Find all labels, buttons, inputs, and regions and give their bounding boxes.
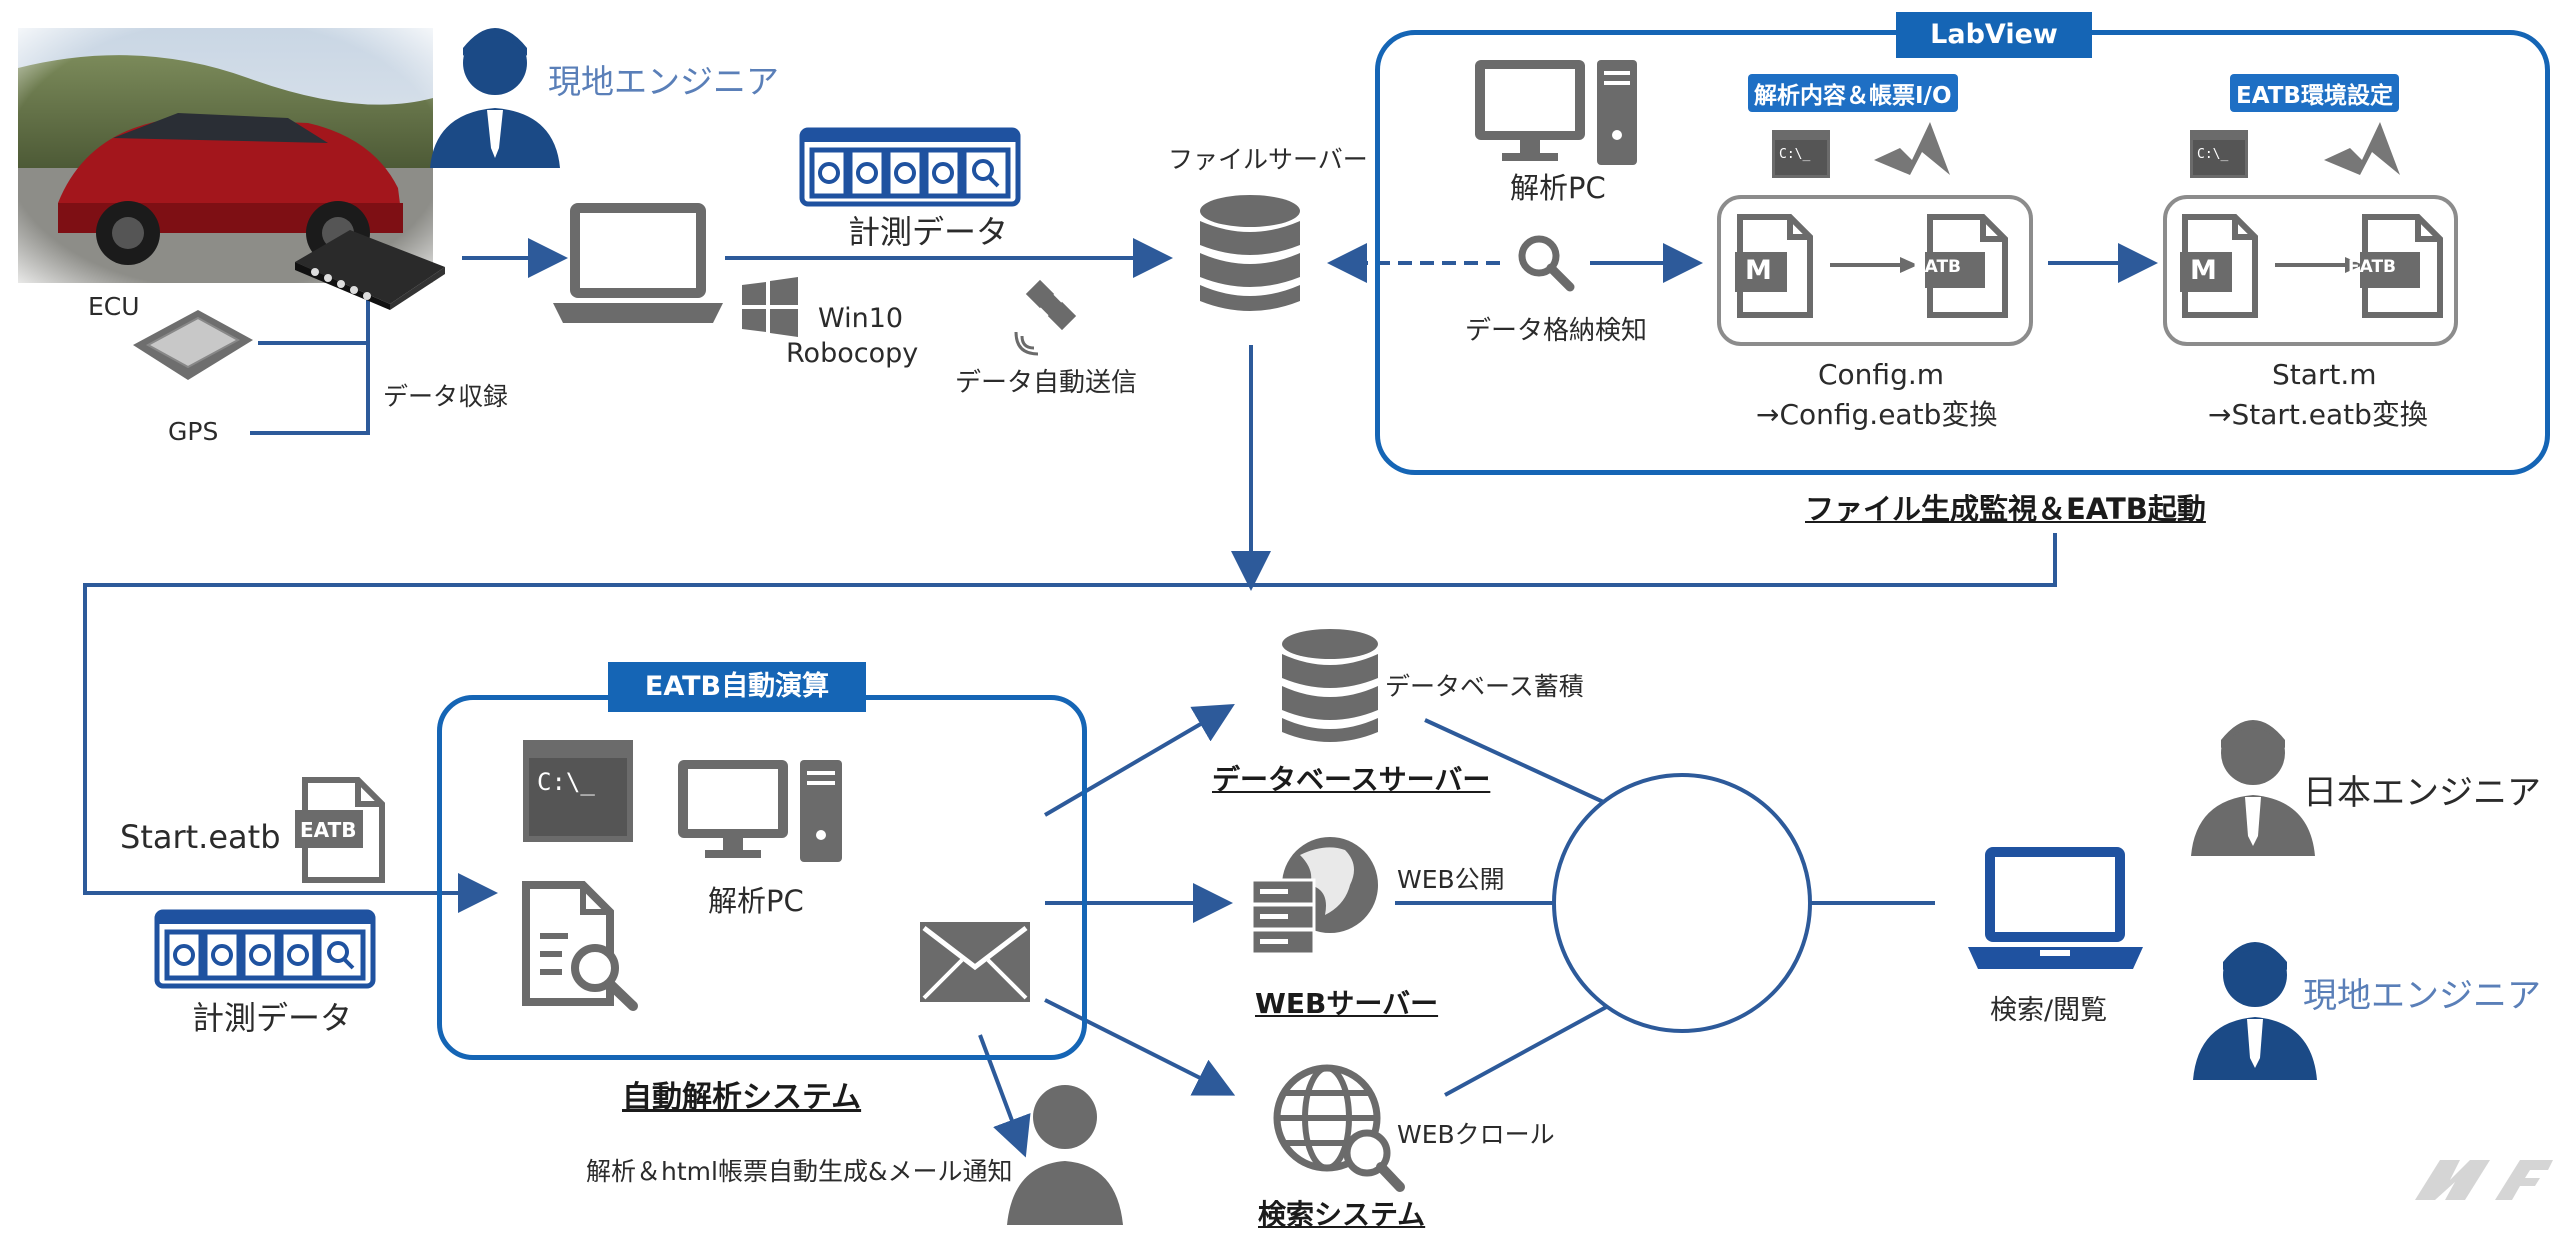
console-icon-3: C:\_	[523, 740, 633, 842]
eatb-file-icon-1	[1925, 214, 2008, 318]
svg-text:C:\_: C:\_	[1779, 147, 1810, 162]
web-server-label: WEBサーバー	[1255, 987, 1439, 1020]
windows-logo-icon	[742, 277, 798, 337]
start-eatb-label: Start.eatb	[120, 818, 281, 856]
m-file-icon-2	[2180, 214, 2258, 318]
local-engineer-bottom-icon	[2193, 942, 2317, 1080]
step2-caption-1: Start.m	[2272, 358, 2377, 391]
document-search-icon	[522, 881, 638, 1011]
watermark-logo-icon	[2415, 1160, 2553, 1200]
db-server-label: データベースサーバー	[1212, 763, 1491, 796]
data-detect-label: データ格納検知	[1465, 316, 1648, 346]
eatb-box-title: EATB自動演算	[608, 662, 866, 712]
matlab-logo-icon	[1874, 122, 1950, 175]
satellite-icon	[1014, 279, 1077, 356]
matlab-logo-icon-2	[2324, 122, 2400, 175]
analysis-pc-top-label: 解析PC	[1510, 171, 1606, 205]
db-accumulate-label: データベース蓄積	[1385, 672, 1584, 701]
database-server-icon	[1282, 629, 1378, 742]
web-crawl-label: WEBクロール	[1397, 1120, 1555, 1149]
local-engineer-bottom-label: 現地エンジニア	[2303, 976, 2541, 1016]
auto-send-label: データ自動送信	[955, 368, 1138, 398]
web-publish-label: WEB公開	[1397, 865, 1505, 894]
laptop-icon	[553, 203, 723, 323]
search-browse-label: 検索/閲覧	[1990, 995, 2108, 1026]
file-server-label: ファイルサーバー	[1168, 145, 1368, 174]
measure-data-bottom-label: 計測データ	[192, 999, 353, 1037]
m-file-label-1: M	[1745, 255, 1772, 286]
os-label: Win10	[818, 303, 904, 334]
eatb-file-icon-3	[295, 777, 385, 883]
mail-icon	[920, 922, 1030, 1002]
local-engineer-top-label: 現地エンジニア	[548, 62, 779, 101]
measure-data-top-label: 計測データ	[848, 213, 1009, 251]
gps-label: GPS	[168, 417, 219, 446]
step1-caption-1: Config.m	[1818, 358, 1945, 391]
car-photo	[18, 28, 433, 283]
svg-text:C:\_: C:\_	[537, 768, 595, 796]
eatb-file-label-3: EATB	[300, 818, 357, 842]
japan-engineer-label: 日本エンジニア	[2303, 773, 2541, 813]
tool-label: Robocopy	[786, 338, 919, 369]
ecu-chip-icon	[133, 310, 253, 380]
report-note: 解析＆html帳票自動生成&メール通知	[586, 1157, 1013, 1186]
config-box	[1717, 195, 2033, 346]
japan-engineer-icon	[2191, 720, 2315, 856]
desktop-pc-icon	[1475, 60, 1637, 165]
arrow-icon	[1830, 257, 1918, 273]
eatb-file-label-2: EATB	[2348, 257, 2397, 277]
console-icon: C:\_	[1772, 130, 1830, 178]
search-system-icon	[1273, 1064, 1405, 1192]
measurement-data-icon	[799, 127, 1021, 207]
engineer-person-icon	[430, 28, 560, 168]
data-record-label: データ収録	[383, 382, 509, 411]
laptop-blue-icon	[1968, 847, 2143, 969]
svg-text:C:\_: C:\_	[2197, 147, 2228, 162]
person-icon	[1007, 1085, 1123, 1225]
system-name: 自動解析システム	[622, 1080, 862, 1115]
analysis-pc-bottom-label: 解析PC	[708, 884, 804, 918]
step1-title: 解析内容＆帳票I/O	[1748, 74, 1958, 112]
data-logger-icon	[295, 230, 445, 310]
ecu-label: ECU	[88, 292, 140, 321]
search-icon	[1518, 235, 1575, 292]
eatb-file-icon-2	[2360, 214, 2443, 318]
labview-title: LabView	[1896, 12, 2092, 58]
m-file-label-2: M	[2190, 255, 2217, 286]
search-system-label: 検索システム	[1258, 1198, 1426, 1231]
eatb-file-label-1: EATB	[1913, 257, 1962, 277]
start-box	[2163, 195, 2458, 346]
step2-caption-2: →Start.eatb変換	[2208, 398, 2428, 431]
measurement-data-icon-2	[154, 909, 376, 989]
labview-footer: ファイル生成監視＆EATB起動	[1805, 492, 2206, 526]
desktop-pc-icon-2	[678, 760, 842, 862]
arrow-icon-2	[2275, 257, 2363, 273]
step1-caption-2: →Config.eatb変換	[1756, 398, 1998, 431]
m-file-icon-1	[1735, 214, 1813, 318]
web-server-icon	[1250, 837, 1378, 956]
step2-title: EATB環境設定	[2230, 74, 2399, 112]
console-icon-2: C:\_	[2190, 130, 2248, 178]
file-server-icon	[1200, 195, 1300, 311]
